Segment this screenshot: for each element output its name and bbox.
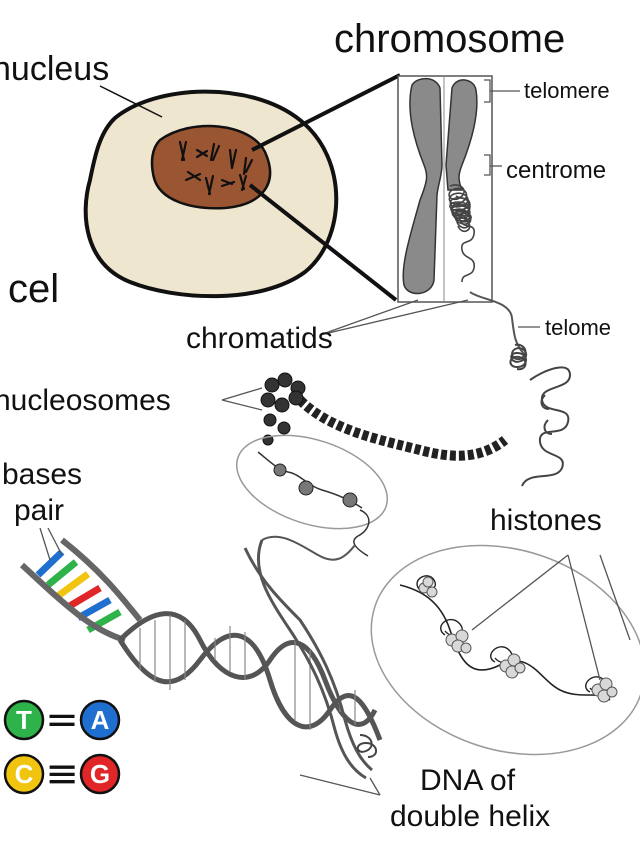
pair-sign-cg: ≡ (45, 751, 79, 797)
histone-icon (418, 576, 618, 703)
dna-helix-icon (19, 535, 383, 780)
nucleosome-fiber (260, 372, 509, 461)
base-pair-legend: T = A C ≡ G (3, 697, 121, 797)
label-bases: bases (2, 458, 82, 491)
label-cell: cel (8, 267, 59, 311)
chromatin-strand (469, 291, 526, 356)
label-nucleosomes: nucleosomes (0, 384, 171, 417)
coiled-chromatin (448, 184, 475, 283)
base-g-icon (79, 753, 121, 795)
base-a-letter: A (91, 705, 110, 735)
label-nucleus: nucleus (0, 50, 109, 88)
label-telomere-bottom: telome (545, 315, 611, 340)
label-histones: histones (490, 504, 602, 537)
label-chromatids: chromatids (186, 322, 333, 355)
label-dna-of: DNA of (420, 764, 516, 797)
histone-zoom (370, 544, 640, 756)
pair-row-cg: C ≡ G (3, 751, 121, 797)
label-pair: pair (14, 494, 64, 527)
label-telomere-top: telomere (524, 78, 610, 103)
chromosome-icon (397, 75, 520, 303)
nucleosome-zoom (235, 434, 389, 557)
base-c-icon (3, 753, 45, 795)
base-t-letter: T (16, 705, 32, 735)
base-g-letter: G (90, 759, 110, 789)
nucleus-icon (150, 124, 272, 210)
base-a-icon (79, 699, 121, 741)
nucleus-chromosomes (178, 140, 254, 196)
zoom-line-top (251, 73, 401, 152)
label-double-helix: double helix (390, 800, 550, 833)
label-chromosome: chromosome (334, 17, 565, 61)
cell (83, 85, 339, 299)
base-t-icon (3, 699, 45, 741)
pair-sign-ta: = (45, 697, 79, 743)
zoom-line-bottom (248, 183, 398, 302)
label-centromere: centrome (506, 157, 606, 184)
solenoid-coil (509, 343, 572, 487)
base-c-letter: C (15, 759, 34, 789)
pair-row-ta: T = A (3, 697, 121, 743)
